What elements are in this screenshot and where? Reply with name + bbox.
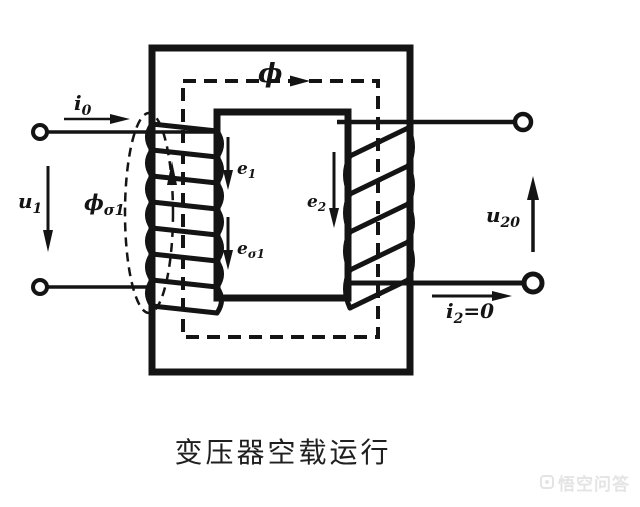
main-flux-arrowhead-icon: [290, 75, 310, 87]
primary-leakage-emf-label: eσ1: [237, 239, 265, 261]
primary-emf-arrowhead-icon: [223, 170, 233, 190]
primary-bottom-terminal: [31, 278, 49, 296]
main-flux-label: ϕ: [258, 59, 282, 89]
secondary-current-suffix: =0: [463, 299, 494, 323]
primary-winding-turns: [149, 121, 220, 316]
primary-emf-label: e1: [237, 159, 256, 181]
primary-current-sub: 0: [82, 103, 92, 119]
secondary-current-arrow: [432, 291, 512, 301]
primary-winding: [145, 121, 224, 316]
secondary-emf-base: e: [307, 192, 318, 212]
watermark-logo-icon: [540, 475, 554, 489]
secondary-bottom-terminal: [521, 271, 545, 295]
secondary-voltage-arrow: [527, 176, 539, 252]
primary-voltage-arrow: [43, 166, 53, 252]
primary-top-terminal: [31, 123, 49, 141]
core-window: [213, 108, 352, 302]
leakage-flux-arrowhead-icon: [167, 161, 177, 185]
primary-voltage-arrowhead-icon: [43, 230, 53, 252]
main-flux-path: [181, 79, 380, 339]
secondary-current-arrowhead-icon: [492, 291, 512, 301]
secondary-voltage-sub: 20: [500, 215, 521, 231]
main-flux-arrow: [290, 75, 310, 87]
primary-leakage-flux-label: ϕσ1: [84, 190, 125, 219]
primary-leakage-emf-base: e: [237, 239, 248, 259]
primary-current-label: i0: [74, 91, 92, 119]
primary-emf-sub: 1: [248, 167, 256, 181]
primary-current-base: i: [74, 91, 82, 115]
watermark-text: 悟空问答: [558, 474, 630, 495]
secondary-current-sub: 2: [453, 311, 464, 327]
secondary-emf-label: e2: [307, 192, 326, 214]
secondary-current-base: i: [446, 299, 454, 323]
figure-caption: 变压器空载运行: [174, 436, 392, 469]
primary-voltage-base: u: [18, 189, 33, 213]
watermark: 悟空问答: [540, 471, 630, 495]
primary-leakage-emf-arrow: [223, 217, 233, 270]
secondary-emf-arrowhead-icon: [329, 208, 339, 228]
secondary-top-terminal: [512, 111, 534, 133]
primary-current-arrowhead-icon: [110, 114, 130, 124]
primary-emf-arrow: [223, 137, 233, 190]
primary-leakage-flux-sub: σ1: [104, 202, 125, 219]
transformer-core-outline: [148, 44, 414, 376]
primary-winding-right-scallop: [213, 128, 224, 316]
secondary-current-label: i2=0: [446, 299, 494, 327]
primary-voltage-sub: 1: [33, 201, 43, 217]
primary-winding-left-scallop: [145, 121, 156, 309]
secondary-voltage-label: u20: [486, 203, 520, 231]
primary-leakage-emf-arrowhead-icon: [223, 250, 233, 270]
primary-current-arrow: [64, 114, 130, 124]
primary-leakage-emf-sub: σ1: [248, 247, 265, 261]
primary-voltage-label: u1: [18, 189, 42, 217]
secondary-emf-arrow: [329, 152, 339, 228]
transformer-diagram: ϕ i0 u1 ϕσ1 e1 eσ1: [18, 44, 545, 376]
secondary-voltage-base: u: [486, 203, 501, 227]
secondary-emf-sub: 2: [317, 200, 326, 214]
secondary-voltage-arrowhead-icon: [527, 176, 539, 200]
primary-leakage-flux-base: ϕ: [84, 190, 104, 215]
leakage-flux-ellipse: [123, 111, 175, 315]
primary-emf-base: e: [237, 159, 248, 179]
